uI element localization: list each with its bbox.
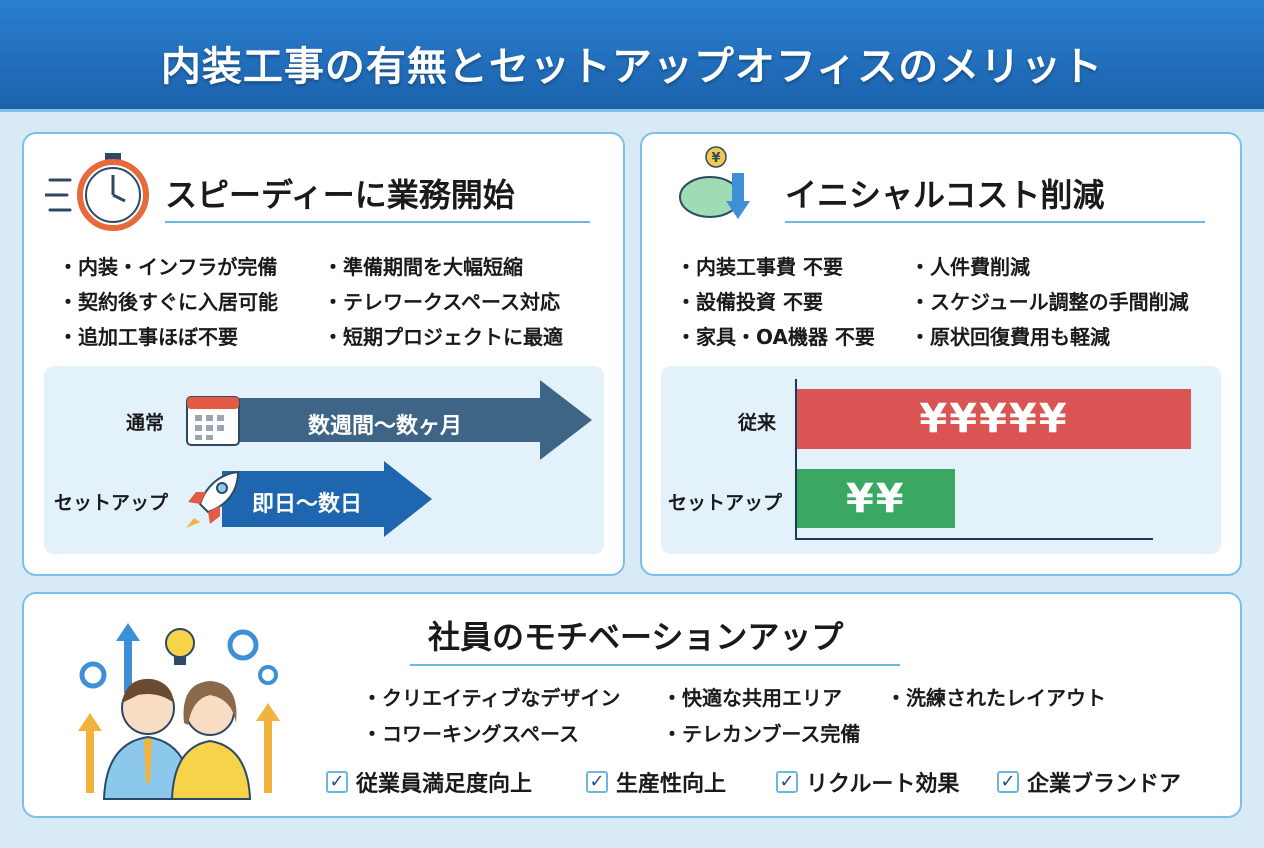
divider <box>785 221 1205 223</box>
cost-bullets-right: 人件費削減 スケジュール調整の手間削減 原状回復費用も軽減 <box>910 250 1189 355</box>
employees-illustration <box>78 623 280 800</box>
x-axis <box>795 538 1153 540</box>
bar-label-conventional: 従来 <box>738 412 777 434</box>
normal-label: 通常 <box>126 412 165 434</box>
page-title: 内装工事の有無とセットアップオフィスのメリット <box>160 44 1104 90</box>
bar-conventional: ¥¥¥¥¥ <box>797 389 1191 449</box>
bullet-item: スケジュール調整の手間削減 <box>910 285 1189 320</box>
calendar-icon <box>186 396 240 446</box>
bullet-item: コワーキングスペース <box>362 718 579 747</box>
bullet-item: 設備投資 不要 <box>676 285 875 320</box>
bullet-item: テレカンブース完備 <box>662 718 860 747</box>
cost-bullets-left: 内装工事費 不要 設備投資 不要 家具・OA機器 不要 <box>676 250 875 355</box>
bullet-item: 準備期間を大幅短縮 <box>323 250 563 285</box>
divider <box>410 664 900 666</box>
piggy-bank-icon: ¥ <box>679 146 750 219</box>
bar-setup: ¥¥ <box>797 469 955 528</box>
setup-arrow <box>222 461 432 537</box>
bullet-item: 人件費削減 <box>910 250 1189 285</box>
speed-bullets-left: 内装・インフラが完備 契約後すぐに入居可能 追加工事ほぼ不要 <box>58 250 278 355</box>
motivation-title: 社員のモチベーションアップ <box>428 618 844 656</box>
checkbox-icon: ✓ <box>586 771 608 793</box>
cost-title: イニシャルコスト削減 <box>785 176 1105 214</box>
bullet-item: 内装工事費 不要 <box>676 250 875 285</box>
check-label: リクルート効果 <box>806 772 960 797</box>
bullet-item: 追加工事ほぼ不要 <box>58 320 278 355</box>
checkbox-icon: ✓ <box>326 771 348 793</box>
divider <box>165 221 590 223</box>
check-label: 企業ブランドア <box>1027 772 1182 797</box>
bullet-item: テレワークスペース対応 <box>323 285 563 320</box>
checkbox-icon: ✓ <box>776 771 798 793</box>
y-axis <box>795 379 797 540</box>
normal-duration: 数週間〜数ヶ月 <box>308 414 463 439</box>
speed-title: スピーディーに業務開始 <box>165 176 515 214</box>
checkbox-icon: ✓ <box>997 771 1019 793</box>
setup-duration: 即日〜数日 <box>252 492 363 517</box>
bullet-item: 家具・OA機器 不要 <box>676 320 875 355</box>
bullet-item: クリエイティブなデザイン <box>362 682 620 711</box>
rocket-icon <box>186 470 240 528</box>
check-item: ✓ 生産性向上 <box>586 766 726 798</box>
normal-arrow <box>232 380 592 460</box>
bullet-item: 原状回復費用も軽減 <box>910 320 1189 355</box>
check-label: 生産性向上 <box>616 772 727 797</box>
check-item: ✓ リクルート効果 <box>776 766 959 798</box>
stopwatch-icon <box>45 153 149 231</box>
check-label: 従業員満足度向上 <box>356 772 533 797</box>
bullet-item: 内装・インフラが完備 <box>58 250 278 285</box>
header-banner <box>0 0 1264 112</box>
check-item: ✓ 企業ブランドア <box>997 766 1181 798</box>
bullet-item: 契約後すぐに入居可能 <box>58 285 278 320</box>
check-item: ✓ 従業員満足度向上 <box>326 766 532 798</box>
bullet-item: 洗練されたレイアウト <box>886 682 1106 711</box>
setup-label: セットアップ <box>54 492 169 514</box>
bullet-item: 短期プロジェクトに最適 <box>323 320 563 355</box>
bullet-item: 快適な共用エリア <box>662 682 842 711</box>
svg-text:¥: ¥ <box>711 151 720 166</box>
bar-label-setup: セットアップ <box>668 492 783 514</box>
speed-bullets-right: 準備期間を大幅短縮 テレワークスペース対応 短期プロジェクトに最適 <box>323 250 563 355</box>
